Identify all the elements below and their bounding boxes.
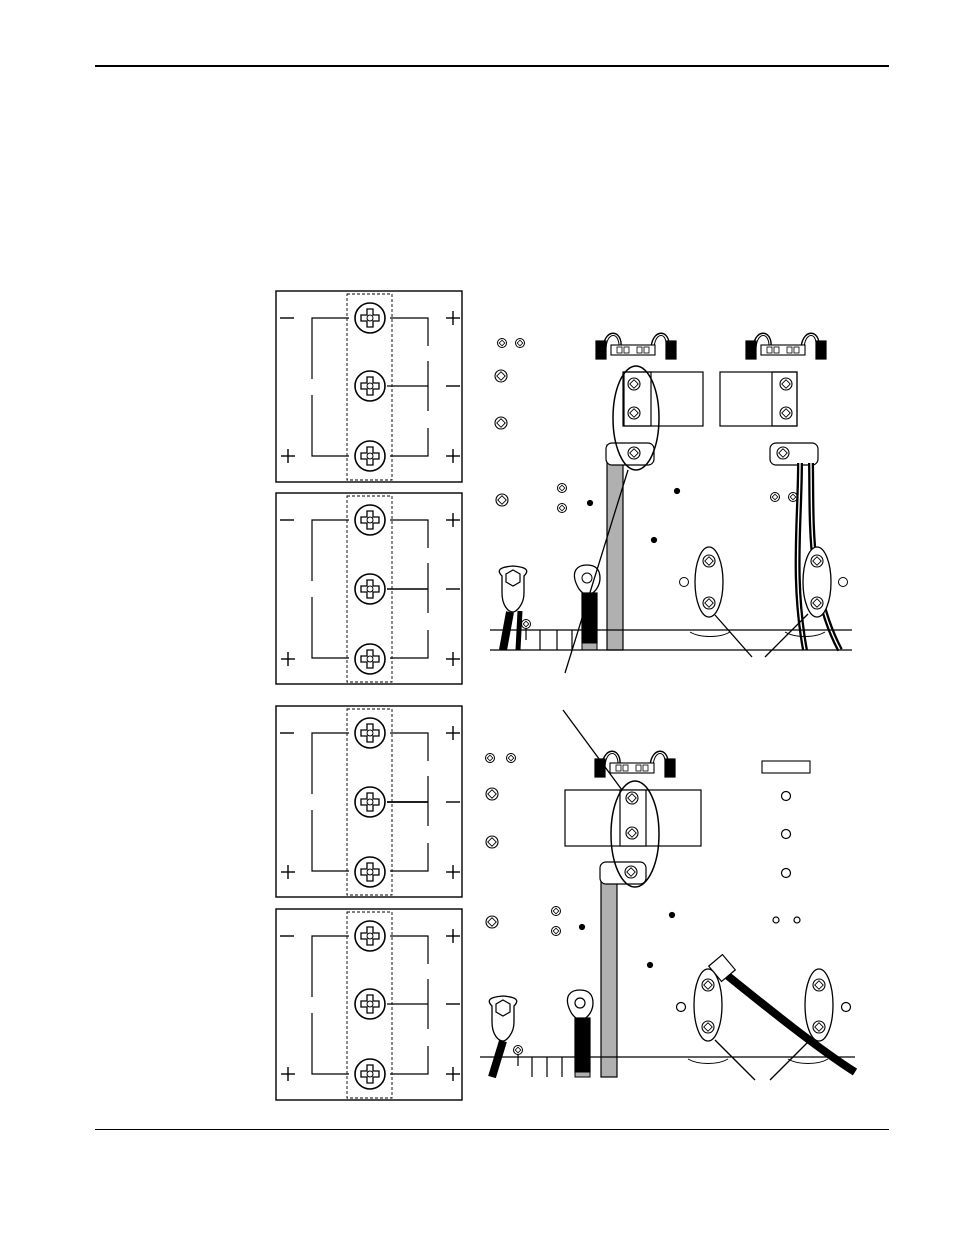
battery-panel (275, 705, 463, 898)
lower-chassis-view (480, 709, 858, 1081)
battery-panel (275, 908, 463, 1101)
battery-panel (275, 290, 463, 483)
connector (595, 332, 677, 360)
footer-rule (95, 1129, 889, 1130)
connector (745, 332, 827, 360)
header-rule (95, 65, 889, 67)
battery-panel (275, 492, 463, 685)
connector (594, 750, 676, 778)
upper-chassis-view (490, 332, 852, 674)
